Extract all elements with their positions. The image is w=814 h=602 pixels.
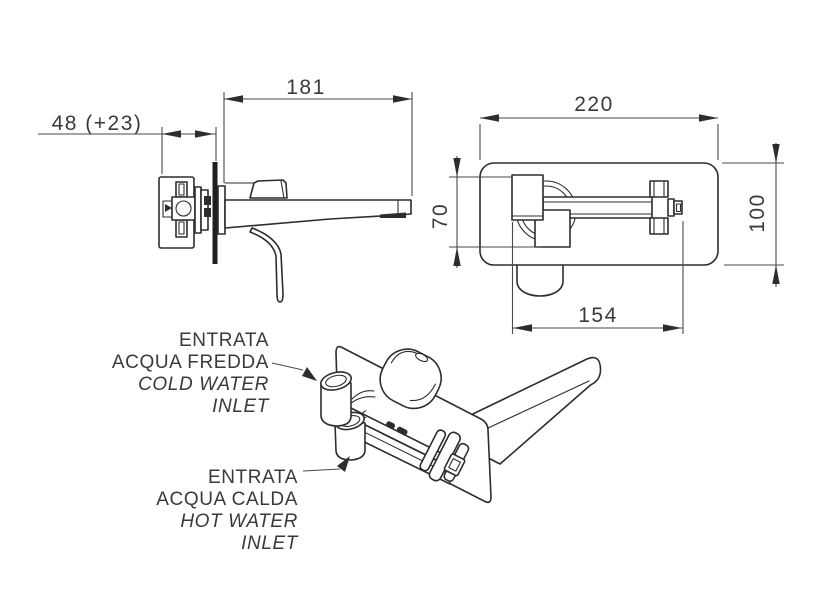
dim-arrow-left-icon bbox=[513, 324, 532, 332]
dim-arrow-right-icon bbox=[663, 324, 682, 332]
dim-arrow-right-icon bbox=[195, 130, 214, 138]
dim-spout-length-label: 181 bbox=[286, 76, 326, 99]
leader-line-hot bbox=[302, 468, 341, 472]
hot-inlet-label-line-2: ACQUA CALDA bbox=[156, 489, 298, 510]
aerator-strip bbox=[380, 212, 406, 218]
dim-arrow-right-icon bbox=[699, 114, 718, 122]
handle-paddle-detail bbox=[280, 180, 285, 199]
set-screw bbox=[204, 208, 211, 217]
hot-inlet-label-line-3: HOT WATER bbox=[180, 511, 298, 532]
outlet-flange bbox=[419, 429, 470, 482]
cold-inlet-label-line-4: INLET bbox=[212, 396, 270, 417]
collar-arc bbox=[351, 390, 375, 400]
dim-arrow-up-icon bbox=[772, 265, 780, 284]
cartridge-drum bbox=[379, 348, 442, 410]
outlet-port-inner bbox=[448, 458, 461, 472]
plan-view: 220 70 100 154 bbox=[429, 93, 784, 334]
nozzle-tab-bottom bbox=[649, 217, 669, 235]
dim-spout-reach-label: 154 bbox=[578, 304, 618, 327]
nozzle-cap-detail bbox=[675, 203, 682, 213]
dim-arrow-down-icon bbox=[772, 144, 780, 163]
dim-recess-depth-label: 48 (+23) bbox=[52, 112, 143, 135]
cartridge-body bbox=[171, 196, 196, 221]
dim-arrow-left-icon bbox=[480, 114, 499, 122]
cold-inlet-port-inner bbox=[325, 374, 347, 388]
leader-line-cold bbox=[271, 362, 304, 371]
cold-inlet-cylinder bbox=[320, 371, 352, 427]
cartridge-drum-hole bbox=[415, 352, 429, 363]
supply-arrow-icon bbox=[165, 204, 172, 212]
dim-arrow-left-icon bbox=[224, 95, 243, 103]
flange-plate bbox=[419, 429, 447, 472]
dim-arrow-right-icon bbox=[393, 95, 412, 103]
cartridge-tab-detail bbox=[178, 221, 185, 235]
dim-arrow-up-icon bbox=[453, 247, 461, 266]
dim-arrow-down-icon bbox=[453, 158, 461, 177]
dim-plate-width-label: 220 bbox=[574, 93, 614, 116]
perspective-view: ENTRATA ACQUA FREDDA COLD WATER INLET EN… bbox=[112, 330, 602, 554]
cartridge-drum-detail bbox=[390, 350, 418, 364]
hot-inlet-label-line-4: INLET bbox=[241, 533, 299, 554]
brand-logo-mark bbox=[396, 426, 408, 436]
lever-handle bbox=[249, 227, 284, 303]
cold-inlet-label-line-1: ENTRATA bbox=[179, 330, 269, 351]
cartridge-drum-detail bbox=[409, 383, 437, 402]
dim-plate-height-label: 100 bbox=[746, 193, 769, 233]
hot-inlet-label: ENTRATA ACQUA CALDA HOT WATER INLET bbox=[156, 467, 299, 554]
cartridge-tab-detail bbox=[178, 183, 185, 196]
cold-inlet-label-line-2: ACQUA FREDDA bbox=[112, 352, 269, 373]
set-screw bbox=[204, 196, 211, 205]
inlet-u-pipe bbox=[516, 262, 564, 297]
handle-paddle bbox=[249, 179, 288, 199]
cold-inlet-label-line-3: COLD WATER bbox=[138, 374, 269, 395]
hot-inlet-label-line-1: ENTRATA bbox=[208, 467, 298, 488]
dim-arrow-left-icon bbox=[162, 130, 181, 138]
hot-inlet-body bbox=[334, 422, 366, 461]
cartridge-circle bbox=[175, 200, 192, 217]
nozzle-tab-top bbox=[649, 180, 669, 198]
escutcheon-plate bbox=[194, 186, 202, 234]
brand-logo-mark bbox=[386, 421, 396, 430]
leader-arrow-cold-icon bbox=[302, 367, 317, 381]
wall-flange bbox=[217, 185, 226, 235]
nozzle-end bbox=[667, 198, 675, 217]
cold-inlet-body bbox=[320, 382, 352, 427]
dim-body-height-label: 70 bbox=[429, 203, 452, 229]
side-view: 181 48 (+23) bbox=[38, 76, 413, 303]
leader-arrow-hot-icon bbox=[337, 456, 350, 472]
handle-block-upper bbox=[511, 174, 544, 221]
spout-outline bbox=[224, 199, 412, 229]
brand-logo bbox=[386, 421, 408, 436]
cold-inlet-label: ENTRATA ACQUA FREDDA COLD WATER INLET bbox=[112, 330, 270, 417]
